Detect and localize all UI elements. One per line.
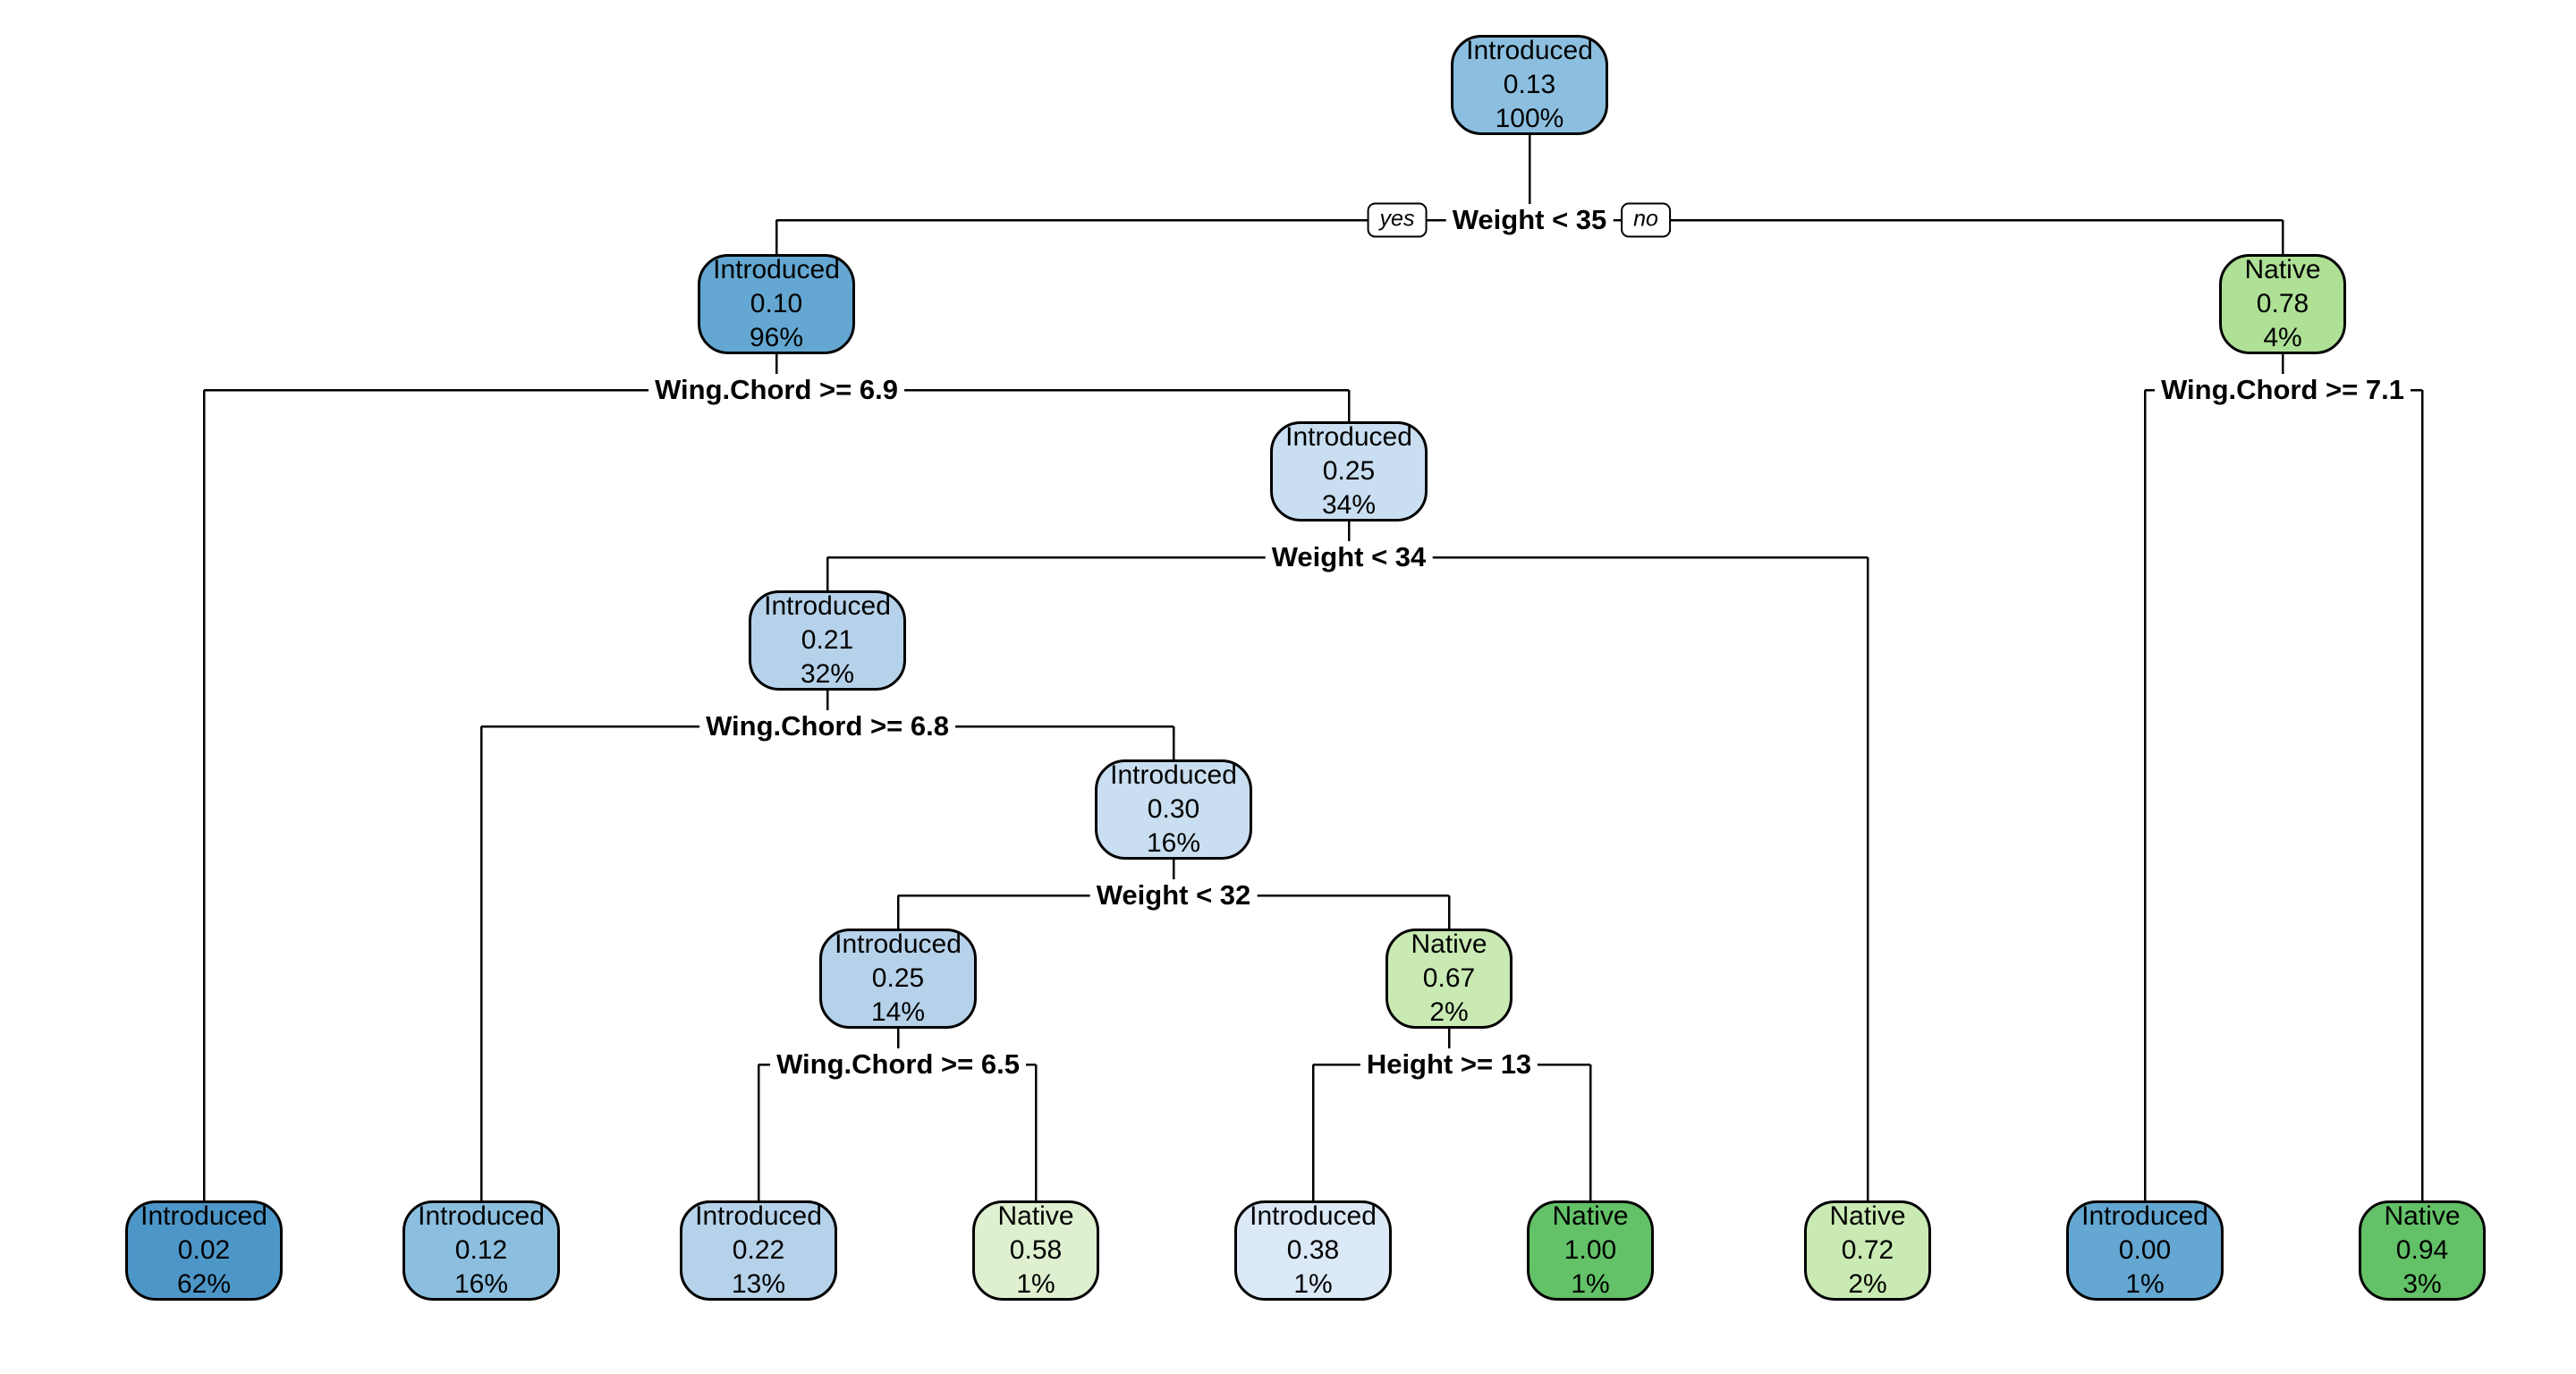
node-percentage: 62% [176,1268,232,1299]
node-class-label: Introduced [418,1201,545,1232]
node-percentage: 13% [731,1268,786,1299]
node-percentage: 16% [453,1268,509,1299]
node-class-label: Introduced [1285,422,1412,453]
node-probability: 0.30 [1147,794,1200,825]
node-class-label: Native [2244,255,2321,285]
node-class-label: Native [1829,1201,1906,1232]
node-class-label: Introduced [1250,1201,1377,1232]
node-probability: 0.72 [1841,1235,1894,1266]
node-class-label: Native [1552,1201,1629,1232]
node-percentage: 3% [2402,1268,2442,1299]
node-percentage: 100% [1495,103,1564,133]
split-condition-label: Wing.Chord >= 7.1 [2155,374,2411,406]
node-probability: 0.00 [2118,1235,2172,1266]
node-probability: 0.94 [2395,1235,2449,1266]
node-probability: 0.78 [2256,289,2309,319]
node-class-label: Introduced [764,591,891,622]
node-percentage: 1% [2125,1268,2165,1299]
node-class-label: Native [997,1201,1074,1232]
node-percentage: 1% [1571,1268,1610,1299]
node-probability: 0.67 [1422,963,1476,994]
node-probability: 0.02 [177,1235,231,1266]
node-class-label: Introduced [140,1201,267,1232]
node-percentage: 1% [1293,1268,1333,1299]
node-probability: 0.22 [732,1235,785,1266]
split-condition-label: Wing.Chord >= 6.9 [648,374,904,406]
node-class-label: Native [2384,1201,2461,1232]
node-percentage: 34% [1321,489,1377,520]
split-condition-label: Weight < 34 [1265,541,1433,573]
node-probability: 0.21 [801,625,854,656]
node-class-label: Introduced [695,1201,822,1232]
branch-yes-label: yes [1367,202,1428,238]
node-percentage: 2% [1848,1268,1887,1299]
node-percentage: 96% [749,322,804,352]
node-percentage: 2% [1429,997,1469,1027]
split-condition-label: Weight < 35 [1445,204,1614,236]
node-probability: 0.25 [871,963,925,994]
node-class-label: Introduced [835,929,962,960]
node-class-label: Introduced [1110,760,1237,791]
node-class-label: Introduced [2081,1201,2208,1232]
node-probability: 0.38 [1286,1235,1340,1266]
node-probability: 0.25 [1322,456,1376,487]
node-class-label: Introduced [713,255,840,285]
node-probability: 0.58 [1009,1235,1063,1266]
node-class-label: Native [1411,929,1487,960]
node-probability: 0.12 [454,1235,508,1266]
node-class-label: Introduced [1466,36,1593,66]
node-probability: 0.10 [750,289,803,319]
split-condition-label: Weight < 32 [1089,879,1258,912]
split-condition-label: Wing.Chord >= 6.5 [770,1048,1026,1081]
node-percentage: 14% [870,997,926,1027]
node-percentage: 16% [1146,827,1201,858]
node-probability: 0.13 [1503,70,1556,100]
split-condition-label: Height >= 13 [1360,1048,1538,1081]
branch-no-label: no [1621,202,1671,238]
node-percentage: 1% [1016,1268,1055,1299]
split-condition-label: Wing.Chord >= 6.8 [699,710,955,742]
node-percentage: 32% [800,658,855,689]
node-probability: 1.00 [1563,1235,1617,1266]
node-percentage: 4% [2263,322,2302,352]
